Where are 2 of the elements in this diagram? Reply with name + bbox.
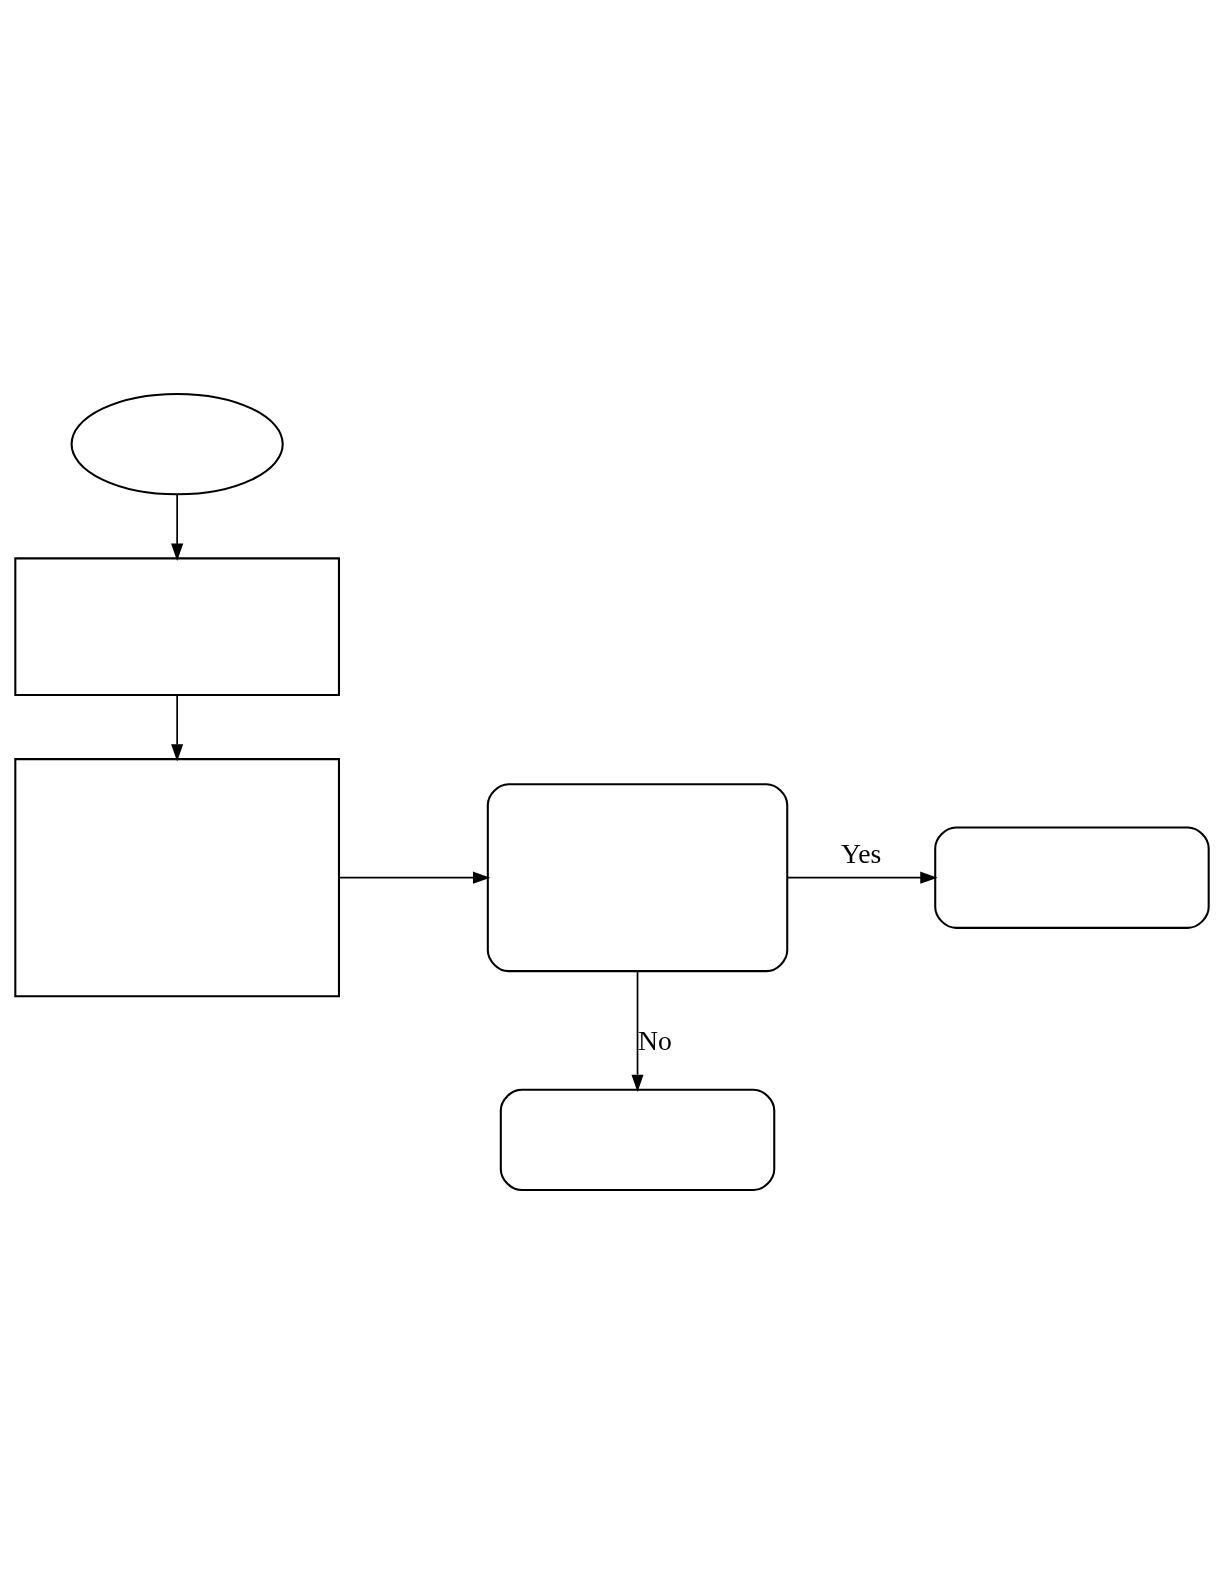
edge-label: No [637, 1024, 672, 1056]
edge-label: Yes [841, 838, 882, 870]
